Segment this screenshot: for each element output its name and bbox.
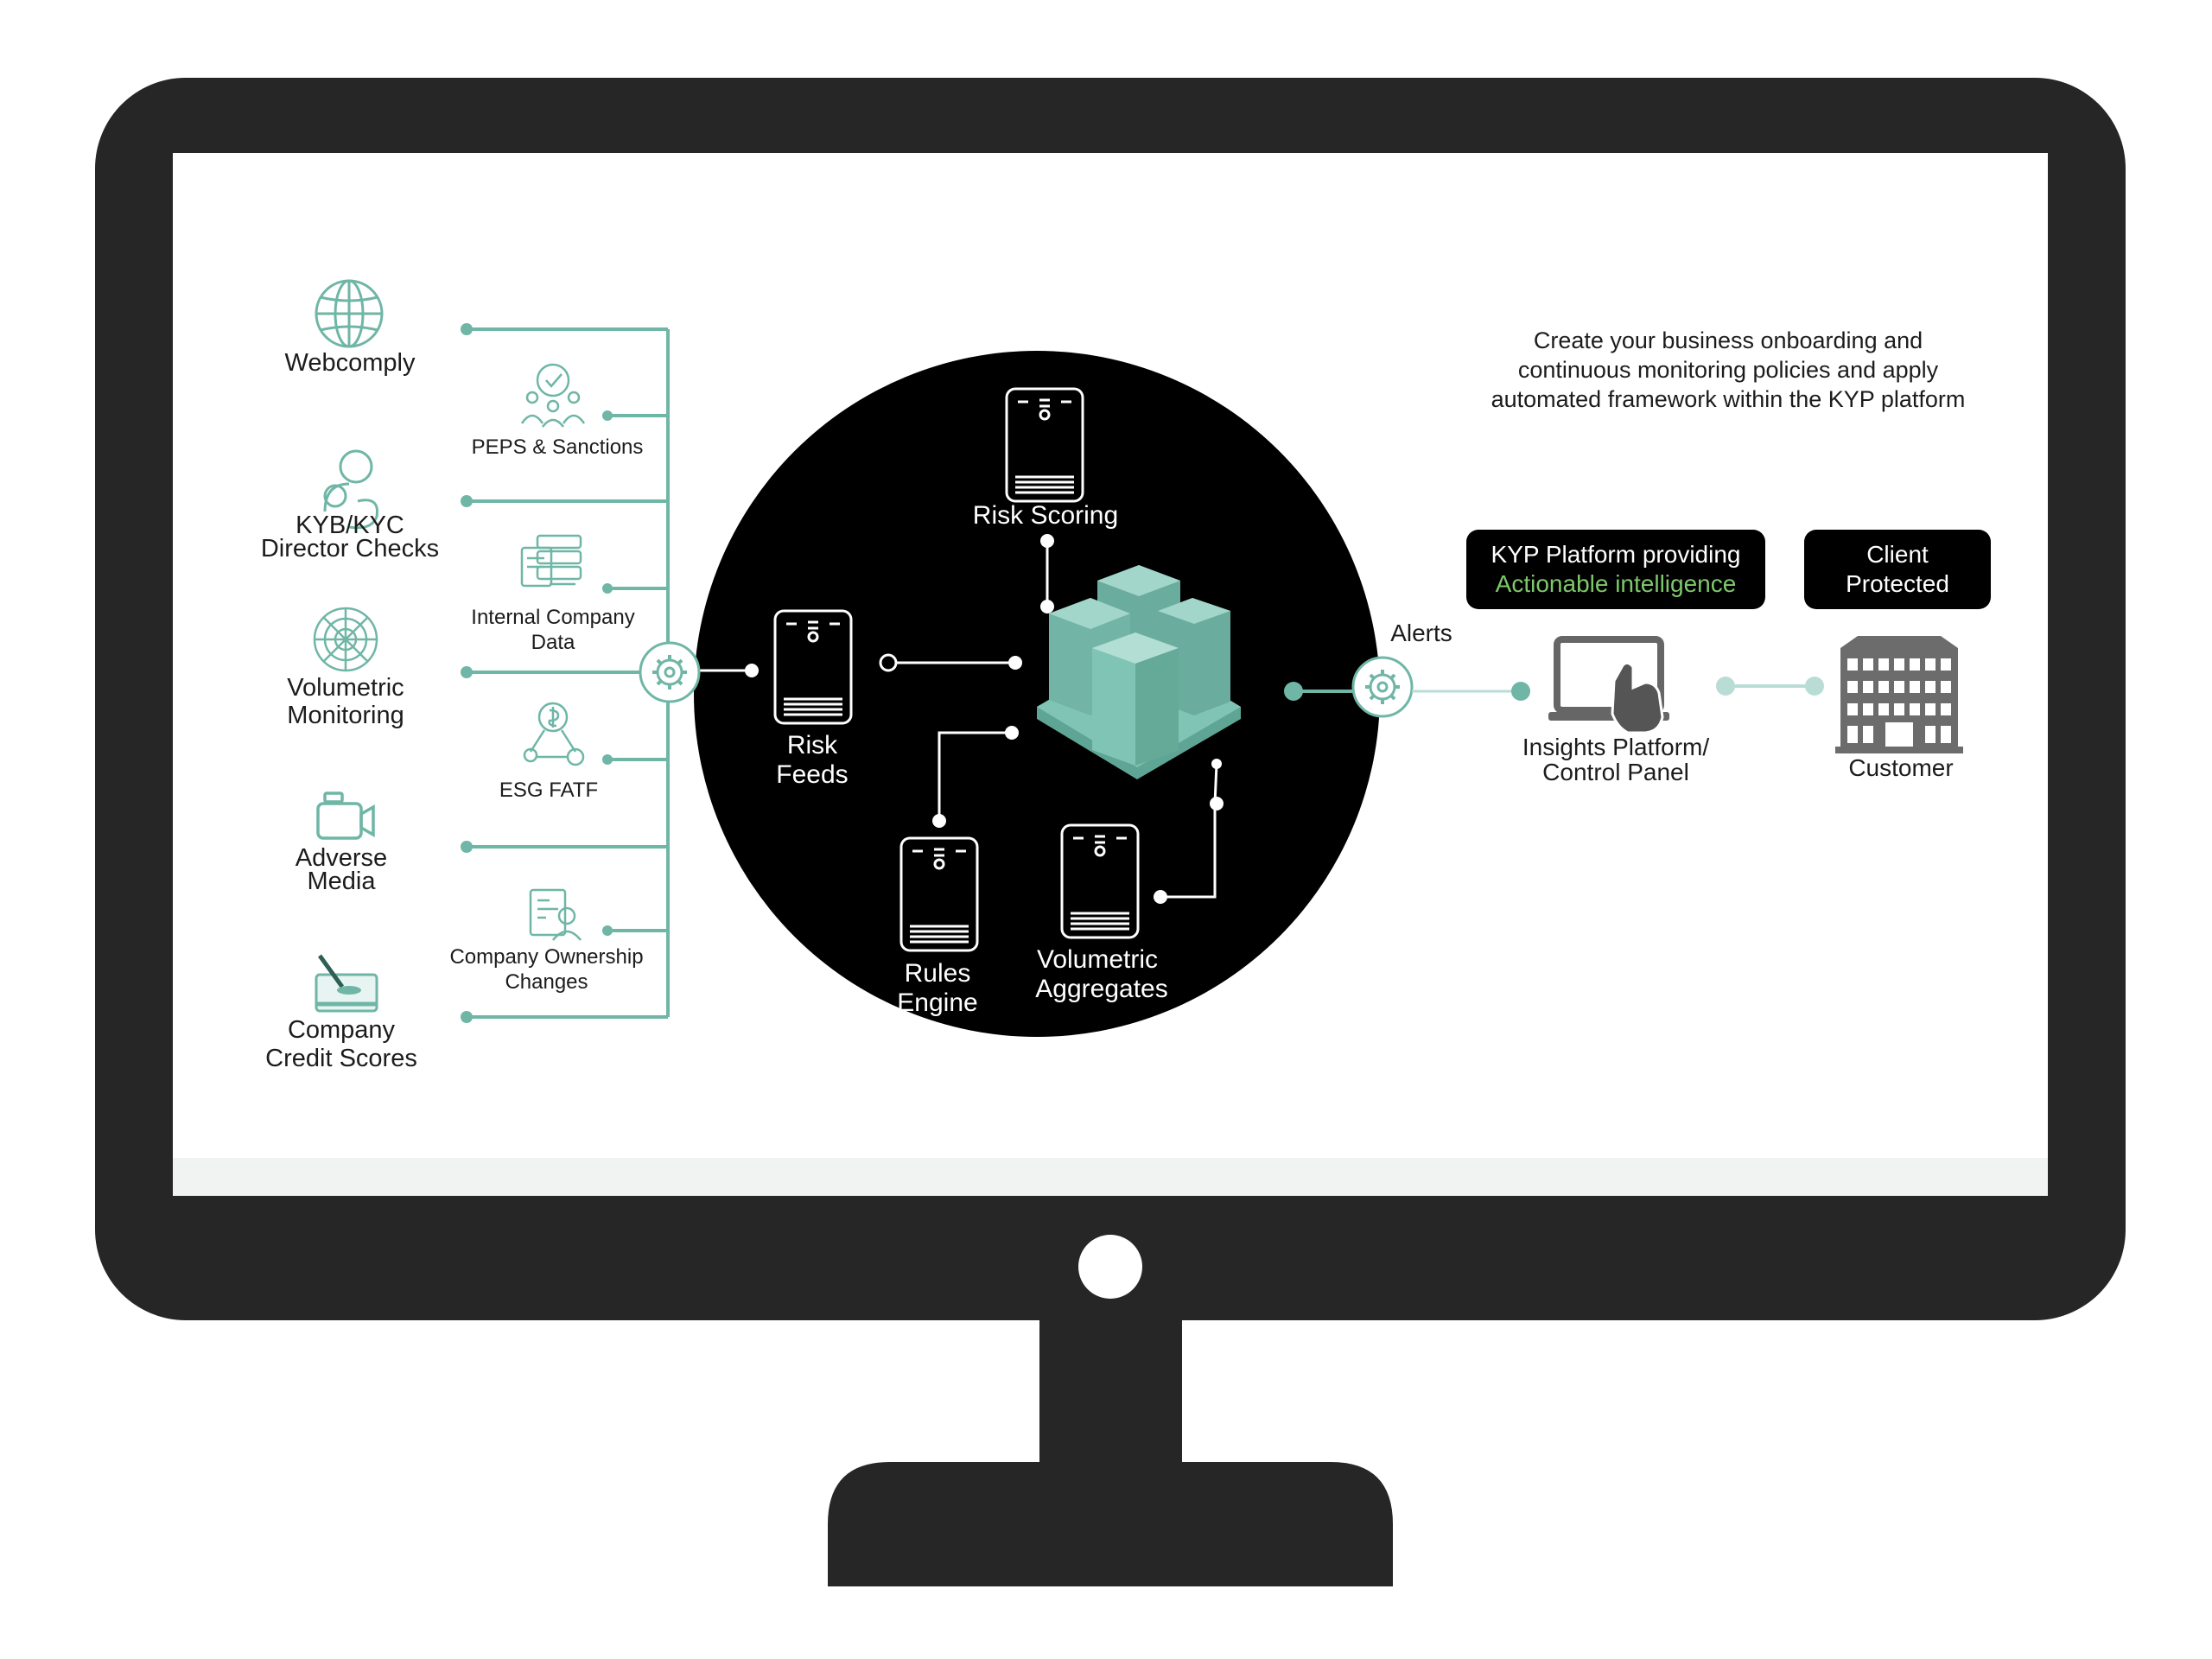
- card-pen-icon: [315, 954, 378, 1013]
- monitor-stand-base: [828, 1462, 1393, 1586]
- people-check-icon: [520, 363, 586, 428]
- label-esg: ESG FATF: [499, 779, 599, 802]
- laptop-touch-icon: [1548, 636, 1669, 734]
- kyp-platform-badge: KYP Platform providing Actionable intell…: [1466, 530, 1765, 609]
- output-connectors: [1284, 677, 1824, 701]
- server-icon: [773, 609, 853, 725]
- label-ownership-line2: Changes: [505, 970, 588, 994]
- label-peps: PEPS & Sanctions: [471, 435, 644, 459]
- description-line-2: continuous monitoring policies and apply: [1517, 356, 1939, 383]
- label-volumetric-agg-line1: Volumetric: [1036, 945, 1159, 974]
- building-icon: [1835, 636, 1963, 753]
- label-adverse-line2: Media: [307, 868, 376, 895]
- label-credit-line1: Company: [287, 1016, 396, 1044]
- label-internal-line2: Data: [531, 631, 575, 654]
- document-person-icon: [529, 888, 582, 941]
- kyp-badge-line1: KYP Platform providing: [1491, 540, 1741, 568]
- cube-cluster-icon: [1037, 565, 1241, 779]
- label-kyb-line2: Director Checks: [260, 535, 440, 563]
- label-ownership-line1: Company Ownership: [449, 945, 644, 969]
- globe-icon: [315, 279, 384, 348]
- web-icon: [313, 607, 378, 672]
- label-volumetric-line1: Volumetric: [287, 674, 404, 702]
- power-button[interactable]: [1078, 1235, 1142, 1299]
- label-adverse-line1: Adverse: [295, 844, 388, 872]
- label-internal-line1: Internal Company: [471, 606, 635, 629]
- label-credit-line2: Credit Scores: [265, 1045, 417, 1072]
- label-webcomply: Webcomply: [284, 349, 416, 377]
- label-volumetric-agg-line2: Aggregates: [1035, 975, 1168, 1003]
- label-insights-line2: Control Panel: [1542, 759, 1689, 785]
- label-risk-scoring: Risk Scoring: [972, 501, 1119, 530]
- settings-gear-icon[interactable]: [1351, 656, 1414, 718]
- server-icon: [899, 836, 979, 952]
- database-icon: [520, 534, 582, 588]
- label-insights-line1: Insights Platform/: [1522, 734, 1710, 760]
- client-badge-line2: Protected: [1846, 570, 1949, 597]
- label-kyb-line1: KYB/KYC: [296, 512, 404, 539]
- engine-dots: [745, 534, 1224, 904]
- label-risk-feeds-line1: Risk: [786, 731, 838, 760]
- engine-circle: [694, 351, 1380, 1037]
- money-network-icon: [523, 702, 585, 766]
- server-icon: [1060, 823, 1140, 939]
- label-alerts: Alerts: [1390, 620, 1452, 646]
- platform-description: Create your business onboarding and cont…: [1452, 327, 2005, 414]
- user-search-icon: [323, 449, 379, 530]
- kyp-badge-line2: Actionable intelligence: [1495, 570, 1737, 597]
- label-risk-feeds-line2: Feeds: [776, 760, 849, 789]
- camera-icon: [316, 791, 375, 840]
- client-protected-badge: Client Protected: [1804, 530, 1991, 609]
- label-rules-line2: Engine: [897, 988, 978, 1017]
- description-line-1: Create your business onboarding and: [1533, 327, 1923, 353]
- connector-dots: [461, 323, 613, 1023]
- label-volumetric-line2: Monitoring: [287, 702, 404, 729]
- client-badge-line1: Client: [1866, 540, 1929, 568]
- server-icon: [1005, 387, 1084, 503]
- settings-gear-icon[interactable]: [639, 641, 701, 703]
- label-rules-line1: Rules: [904, 959, 971, 988]
- label-customer: Customer: [1848, 754, 1954, 781]
- monitor-neck: [1039, 1320, 1182, 1469]
- screen-footer-strip: [173, 1158, 2048, 1196]
- description-line-3: automated framework within the KYP platf…: [1491, 385, 1966, 412]
- engine-connectors: [691, 541, 1218, 899]
